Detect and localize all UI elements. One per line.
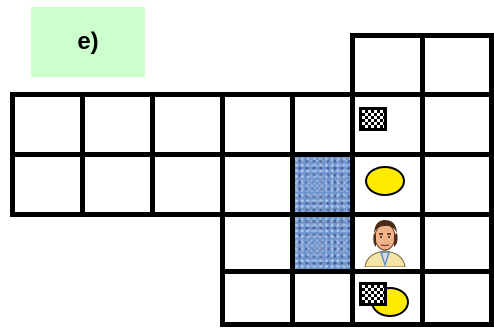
board-cell[interactable]: [220, 92, 295, 157]
board-cell[interactable]: [420, 92, 494, 157]
board-cell[interactable]: [350, 33, 425, 97]
level-label: e): [31, 7, 145, 77]
board-cell[interactable]: [150, 92, 225, 157]
board-cell[interactable]: [10, 92, 85, 157]
board-cell[interactable]: [290, 269, 355, 327]
checkered-flag-icon: [359, 107, 387, 131]
board-cell[interactable]: [290, 92, 355, 157]
board-cell[interactable]: [420, 152, 494, 217]
checkered-flag-icon: [359, 282, 387, 306]
water-cell[interactable]: [290, 212, 355, 274]
water-cell[interactable]: [290, 152, 355, 217]
board-cell[interactable]: [220, 212, 295, 274]
board-cell[interactable]: [10, 152, 85, 217]
board-cell[interactable]: [80, 152, 155, 217]
yellow-coin-icon: [365, 166, 405, 196]
board-cell[interactable]: [150, 152, 225, 217]
board-cell[interactable]: [420, 212, 494, 274]
level-label-text: e): [77, 28, 98, 56]
board-cell[interactable]: [420, 269, 494, 327]
board-cell[interactable]: [220, 269, 295, 327]
board-cell[interactable]: [220, 152, 295, 217]
person-icon: [363, 217, 407, 267]
board-cell[interactable]: [420, 33, 494, 97]
board-cell[interactable]: [80, 92, 155, 157]
